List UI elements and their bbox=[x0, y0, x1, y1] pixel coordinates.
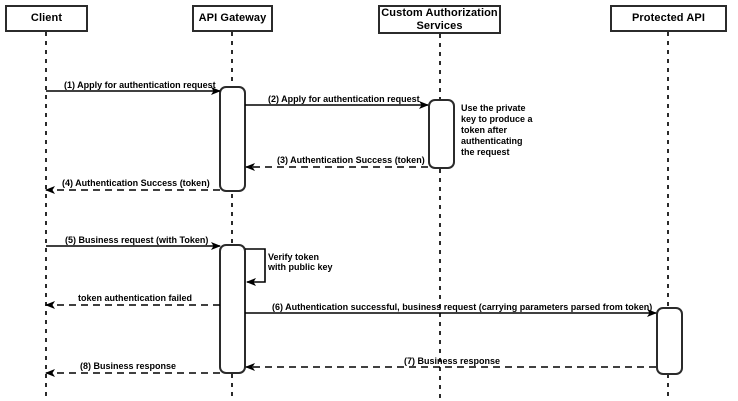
activation-bar-act-gateway-auth[interactable] bbox=[219, 86, 246, 192]
participant-label-protapi: Protected API bbox=[631, 12, 706, 24]
note-line: Use the private bbox=[461, 103, 526, 113]
message-label-msg-3: (3) Authentication Success (token) bbox=[277, 155, 425, 165]
message-label-line: with public key bbox=[268, 262, 333, 272]
participant-box-gateway[interactable]: API Gateway bbox=[192, 5, 273, 32]
participant-label-authsvc: Custom Authorization Services bbox=[381, 6, 498, 32]
note-line: token after bbox=[461, 125, 508, 135]
message-label-msg-8: (8) Business response bbox=[80, 361, 177, 371]
message-label-msg-5: (5) Business request (with Token) bbox=[65, 235, 209, 245]
message-label-msg-6: (6) Authentication successful, business … bbox=[272, 302, 653, 312]
message-label-msg-4: (4) Authentication Success (token) bbox=[62, 178, 210, 188]
message-label-line: Verify token bbox=[268, 252, 320, 262]
participant-box-protapi[interactable]: Protected API bbox=[610, 5, 727, 32]
note-line: authenticating bbox=[461, 136, 523, 146]
message-arrow-msg-self[interactable] bbox=[245, 248, 266, 286]
activations-layer bbox=[219, 86, 683, 375]
message-label-msg-fail: token authentication failed bbox=[78, 293, 193, 303]
activation-bar-act-gateway-biz[interactable] bbox=[219, 244, 246, 374]
participant-box-client[interactable]: Client bbox=[5, 5, 88, 32]
note-line: the request bbox=[461, 147, 510, 157]
messages-layer bbox=[45, 87, 657, 377]
activation-bar-act-authsvc-token[interactable] bbox=[428, 99, 455, 169]
participant-box-authsvc[interactable]: Custom Authorization Services bbox=[378, 5, 501, 34]
message-label-msg-2: (2) Apply for authentication request bbox=[268, 94, 420, 104]
lifelines-layer bbox=[45, 32, 669, 398]
participant-label-client: Client bbox=[30, 12, 63, 24]
note-line: key to produce a bbox=[461, 114, 533, 124]
participant-label-gateway: API Gateway bbox=[198, 12, 267, 24]
activation-bar-act-protapi-biz[interactable] bbox=[656, 307, 683, 375]
message-label-msg-7: (7) Business response bbox=[404, 356, 501, 366]
message-label-msg-1: (1) Apply for authentication request bbox=[64, 80, 216, 90]
